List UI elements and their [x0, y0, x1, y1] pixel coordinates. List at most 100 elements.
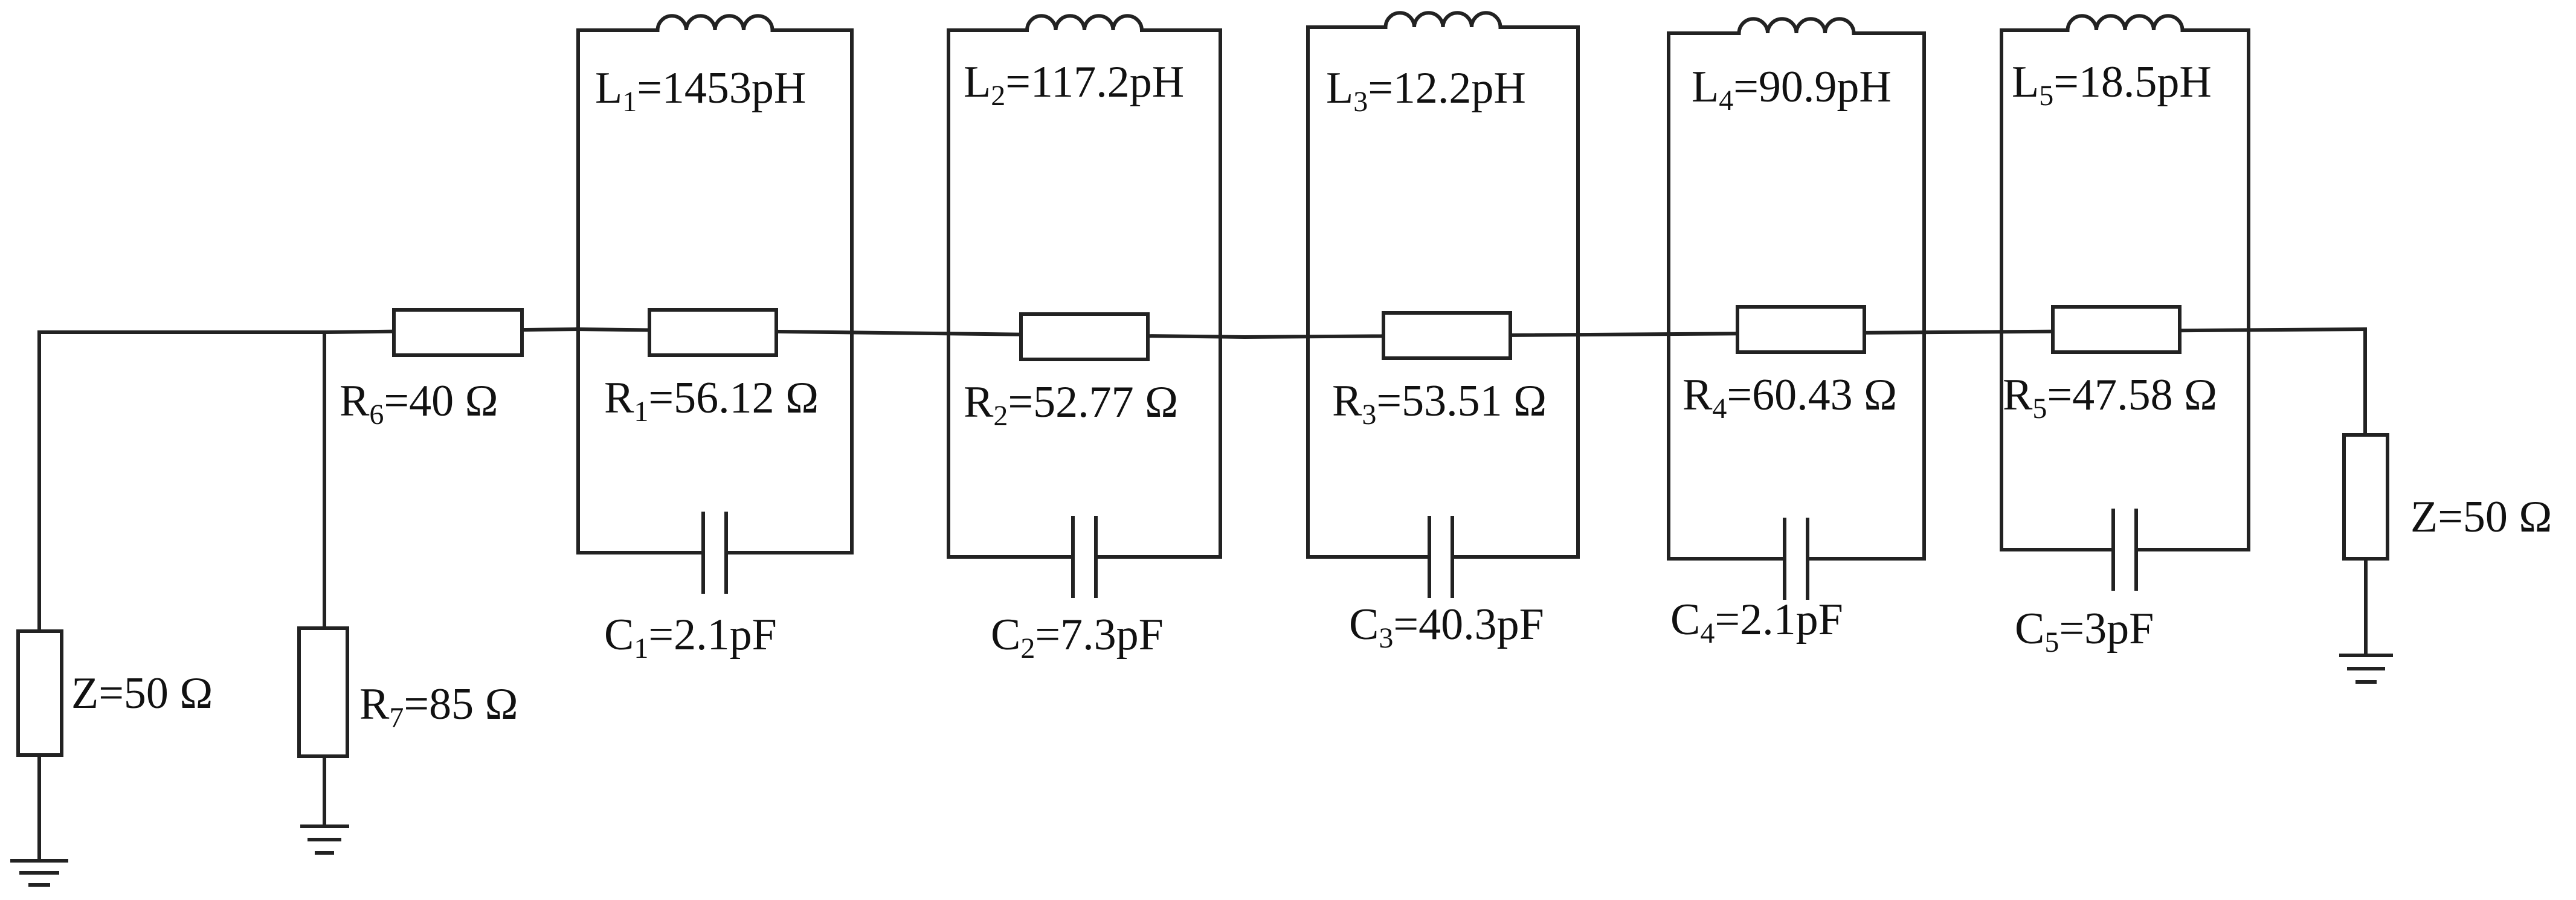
source-impedance-label: Z=50 Ω [71, 669, 213, 718]
resistor-1-label-value: =56.12 Ω [648, 373, 819, 423]
section-2-frame [947, 28, 1222, 559]
capacitor-1-label-value: =2.1pF [648, 610, 776, 660]
capacitor-2-label-value: =7.3pF [1035, 610, 1163, 660]
capacitor-2-label-symbol: C [991, 610, 1020, 660]
inductor-1-icon [576, 14, 854, 32]
load-branch: Z=50 Ω [2339, 327, 2552, 684]
resistor-1-label-symbol: R [604, 373, 634, 423]
capacitor-1-label: C1=2.1pF [604, 610, 777, 664]
resistor-5-label-value: =47.58 Ω [2047, 370, 2217, 420]
capacitor-5-label-subscript: 5 [2044, 626, 2059, 658]
resistor-4 [1736, 305, 1866, 354]
inductor-3-label-value: =12.2pH [1368, 63, 1526, 113]
resistor-2-label-symbol: R [964, 378, 994, 427]
shunt-r7-branch: R7=85 Ω [297, 332, 518, 855]
capacitor-3-icon [1306, 516, 1580, 598]
inductor-4-label-symbol: L [1692, 62, 1719, 112]
inductor-1-label-symbol: L [595, 63, 622, 113]
resistor-3-label-value: =53.51 Ω [1376, 376, 1547, 426]
section-3-frame [1306, 25, 1580, 559]
inductor-2-label: L2=117.2pH [964, 57, 1184, 112]
load-impedance-label: Z=50 Ω [2410, 492, 2552, 542]
capacitor-3-label: C3=40.3pF [1349, 600, 1544, 654]
resistor-2-label: R2=52.77 Ω [964, 378, 1178, 432]
resistor-4-label-value: =60.43 Ω [1727, 370, 1897, 420]
capacitor-1-icon [576, 512, 854, 594]
r6-label: R6=40 Ω [340, 376, 498, 431]
source-impedance-resistor [16, 629, 63, 757]
resistor-1-label: R1=56.12 Ω [604, 373, 819, 428]
inductor-4-label-subscript: 4 [1719, 85, 1733, 117]
capacitor-3-label-symbol: C [1349, 600, 1379, 649]
resistor-2 [1019, 312, 1150, 361]
capacitor-4-label: C4=2.1pF [1670, 595, 1843, 649]
inductor-3-label: L3=12.2pH [1326, 63, 1526, 118]
capacitor-4-label-subscript: 4 [1700, 617, 1715, 649]
inductor-2-icon [947, 14, 1222, 32]
resistor-5 [2051, 305, 2182, 354]
resistor-4-label-symbol: R [1682, 370, 1713, 420]
source-wire [37, 327, 579, 633]
capacitor-2-label: C2=7.3pF [991, 610, 1164, 664]
source-ground-icon [10, 859, 68, 887]
inductor-5-icon [2000, 14, 2250, 32]
capacitor-2-icon [947, 516, 1222, 598]
inductor-5-label: L5=18.5pH [2012, 57, 2212, 112]
r7-label: R7=85 Ω [359, 680, 518, 734]
capacitor-5-label: C5=3pF [2015, 604, 2154, 658]
load-impedance-resistor [2342, 433, 2389, 561]
inductor-4-label: L4=90.9pH [1692, 62, 1892, 117]
main-line [575, 327, 2368, 339]
capacitor-4-label-symbol: C [1670, 595, 1700, 644]
capacitor-3-label-value: =40.3pF [1393, 600, 1544, 649]
inductor-2-label-subscript: 2 [991, 80, 1005, 112]
capacitor-5-label-value: =3pF [2059, 604, 2154, 654]
resistor-3-label-subscript: 3 [1362, 399, 1376, 431]
capacitor-4-icon [1667, 518, 1926, 600]
series-r6: R6=40 Ω [340, 308, 524, 431]
section-5-frame [2000, 28, 2250, 551]
capacitor-1-label-symbol: C [604, 610, 634, 660]
inductor-4-label-value: =90.9pH [1733, 62, 1892, 112]
inductor-4-icon [1667, 17, 1926, 35]
resistor-1-label-subscript: 1 [634, 396, 648, 428]
resistor-3-label: R3=53.51 Ω [1332, 376, 1547, 431]
inductor-3-label-subscript: 3 [1353, 86, 1368, 118]
resistor-4-label-subscript: 4 [1712, 393, 1727, 425]
inductor-3-label-symbol: L [1326, 63, 1353, 113]
capacitor-4-label-value: =2.1pF [1715, 595, 1843, 644]
inductor-5-label-value: =18.5pH [2053, 57, 2212, 107]
capacitor-5-label-symbol: C [2015, 604, 2044, 654]
resistor-5-label-subscript: 5 [2032, 393, 2047, 425]
inductor-2-label-value: =117.2pH [1005, 57, 1184, 107]
inductor-1-label: L1=1453pH [595, 63, 806, 118]
resistor-3-label-symbol: R [1332, 376, 1362, 426]
resistor-5-label: R5=47.58 Ω [2003, 370, 2217, 425]
r7-ground-icon [300, 824, 349, 855]
section-4-frame [1667, 31, 1926, 561]
r7-resistor [297, 626, 349, 758]
capacitor-5-icon [2000, 509, 2250, 591]
inductor-1-label-subscript: 1 [622, 86, 637, 118]
capacitor-1-label-subscript: 1 [634, 632, 648, 664]
resistor-2-label-subscript: 2 [993, 400, 1008, 432]
load-ground-icon [2339, 654, 2393, 684]
resistor-2-label-value: =52.77 Ω [1008, 378, 1178, 427]
resistor-1 [648, 308, 778, 357]
resistor-3 [1382, 311, 1512, 360]
inductor-1-label-value: =1453pH [637, 63, 806, 113]
r6-resistor [392, 308, 524, 357]
capacitor-2-label-subscript: 2 [1020, 632, 1035, 664]
capacitor-3-label-subscript: 3 [1379, 622, 1393, 654]
section-1-frame [576, 28, 854, 554]
inductor-5-label-subscript: 5 [2039, 80, 2053, 112]
inductor-2-label-symbol: L [964, 57, 991, 107]
inductor-3-icon [1306, 11, 1580, 29]
